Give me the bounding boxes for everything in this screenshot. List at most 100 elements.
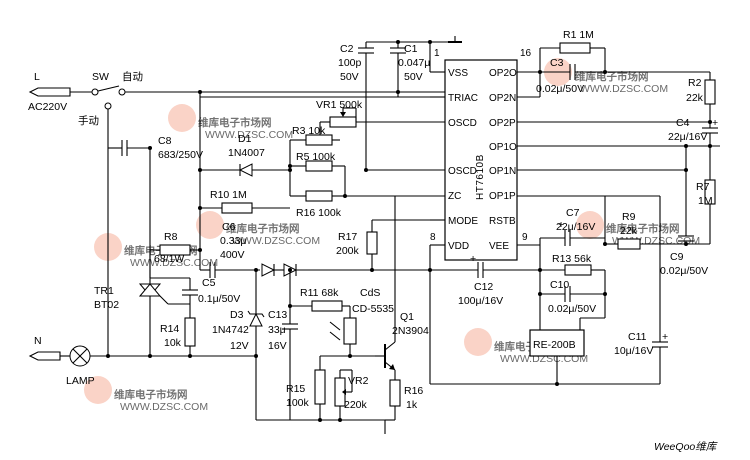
label-tr1-value: BT02 — [94, 299, 119, 311]
ic-pin-number-8: 8 — [430, 232, 436, 243]
watermark-url: WWW.DZSC.COM — [232, 235, 320, 247]
label-d1-value: 1N4007 — [228, 147, 265, 159]
polarity-plus-icon: + — [470, 253, 476, 265]
polarity-plus-icon: + — [662, 331, 668, 343]
capacitor-c4: + C4 22μ/16V — [668, 117, 718, 146]
label-c10-value: 0.02μ/50V — [548, 303, 596, 315]
ic-pin-op2p: OP2P — [489, 118, 516, 129]
label-N: N — [34, 335, 42, 347]
label-d3-value2: 12V — [230, 340, 249, 352]
label-r2: R2 — [688, 77, 702, 89]
label-c1: C1 — [404, 43, 418, 55]
mains-input-live: L AC220V — [28, 71, 92, 113]
label-r9-value: 22k — [620, 225, 638, 237]
label-sw: SW — [92, 71, 109, 83]
label-r17-value: 200k — [336, 245, 360, 257]
ic-pin-triac: TRIAC — [448, 93, 478, 104]
watermark-text: 维库电子市场网 — [606, 222, 680, 235]
label-r16-value: 1k — [406, 399, 418, 411]
label-r16b: R16 100k — [296, 207, 342, 219]
ic-pin-oscd-1: OSCD — [448, 118, 477, 129]
watermark-url: WWW.DZSC.COM — [205, 129, 293, 141]
capacitor-c1: C1 0.047μ 50V — [390, 42, 430, 97]
label-r13: R13 56k — [552, 253, 592, 265]
label-q1-value: 2N3904 — [392, 325, 429, 337]
photoresistor-cds: CdS CD-5535 — [329, 287, 394, 356]
label-c7-value: 22μ/16V — [556, 221, 595, 233]
label-cds: CdS — [360, 287, 380, 299]
lamp-icon: LAMP — [66, 345, 95, 387]
triac-tr1: TR1 BT02 — [94, 278, 169, 356]
label-r7-value: 1M — [698, 195, 713, 207]
label-c11-value: 10μ/16V — [614, 345, 653, 357]
label-ac220v: AC220V — [28, 101, 67, 113]
label-c4-value: 22μ/16V — [668, 131, 707, 143]
label-r2-value: 22k — [686, 92, 704, 104]
resistor-r17: R17 200k — [336, 220, 378, 270]
label-c10: C10 — [550, 279, 569, 291]
resistor-r7: R7 1M — [696, 146, 716, 244]
ic-pin-vdd: VDD — [448, 241, 469, 252]
resistor-r1: R1 1M — [540, 29, 605, 54]
resistor-r14: R14 10k — [160, 317, 196, 349]
label-c1-value2: 50V — [404, 71, 423, 83]
capacitor-c8-683: C8 683/250V — [108, 135, 203, 161]
watermark-url: WWW.DZSC.COM — [580, 83, 668, 95]
resistor-r15: R15 100k — [286, 356, 326, 420]
label-r10: R10 1M — [210, 189, 247, 201]
label-c2-value1: 100p — [338, 57, 362, 69]
label-r7: R7 — [696, 181, 710, 193]
label-r14: R14 — [160, 323, 179, 335]
capacitor-c9: C9 0.02μ/50V — [660, 170, 708, 277]
label-c6-value2: 400V — [220, 249, 245, 261]
diode-d1: D1 1N4007 — [200, 133, 290, 177]
label-c9-value: 0.02μ/50V — [660, 265, 708, 277]
watermark-logo-icon — [84, 58, 604, 404]
label-c12: C12 — [474, 281, 493, 293]
resistor-r5: R5 100k — [290, 151, 345, 172]
capacitor-c12: + C12 100μ/16V — [430, 253, 540, 307]
label-c7: C7 — [566, 207, 580, 219]
resistor-r9: R9 22k — [605, 211, 641, 250]
label-vr2: VR2 — [348, 375, 369, 387]
label-vr2-value: 220k — [344, 399, 368, 411]
zener-diode-d3: D3 1N4742 12V — [212, 270, 265, 420]
label-r5: R5 100k — [296, 151, 336, 163]
watermark-text: 维库电子市场网 — [198, 116, 272, 129]
sensor-re200b: RE-200B — [529, 329, 585, 357]
label-c4: C4 — [676, 117, 690, 129]
ic-pin-op2n: OP2N — [489, 93, 516, 104]
ic-pin-op2o: OP2O — [489, 68, 517, 79]
switch-sw: SW 自动 手动 — [78, 70, 143, 127]
ground-symbol-icon — [448, 36, 462, 43]
diode-rail-1 — [261, 263, 276, 277]
label-c8-value: 683/250V — [158, 149, 203, 161]
ic-pin-op1n: OP1N — [489, 166, 516, 177]
watermark-text: 维库电子市场网 — [114, 388, 188, 401]
potentiometer-vr2: VR2 220k — [334, 369, 369, 420]
label-c11: C11 — [628, 331, 647, 343]
resistor-r16-100k: R16 100k — [290, 190, 345, 219]
label-d3-value1: 1N4742 — [212, 324, 249, 336]
label-d1: D1 — [238, 133, 252, 145]
label-re200b: RE-200B — [533, 339, 576, 351]
label-r11: R11 68k — [300, 287, 339, 299]
polarity-plus-icon: + — [558, 219, 564, 231]
label-c5-value: 0.1μ/50V — [198, 293, 240, 305]
transistor-q1: Q1 2N3904 — [375, 311, 429, 371]
resistor-r11: R11 68k — [290, 287, 350, 312]
ic-name: HT7610B — [475, 154, 486, 200]
ic-pin-number-9: 9 — [522, 232, 528, 243]
capacitor-c5: C5 0.1μ/50V — [182, 277, 240, 305]
label-c13-value2: 16V — [268, 340, 287, 352]
resistor-r8: R8 68/1W — [150, 231, 200, 265]
ic-pin-op1o: OP1O — [489, 142, 517, 153]
resistor-r13: R13 56k — [540, 253, 605, 276]
label-manual: 手动 — [78, 114, 99, 127]
label-c6: C6 — [222, 221, 236, 233]
label-cds-value: CD-5535 — [352, 303, 394, 315]
resistor-r10: R10 1M — [200, 189, 290, 214]
watermark-url: WWW.DZSC.COM — [120, 401, 208, 413]
capacitor-c11: + C11 10μ/16V — [614, 196, 668, 384]
